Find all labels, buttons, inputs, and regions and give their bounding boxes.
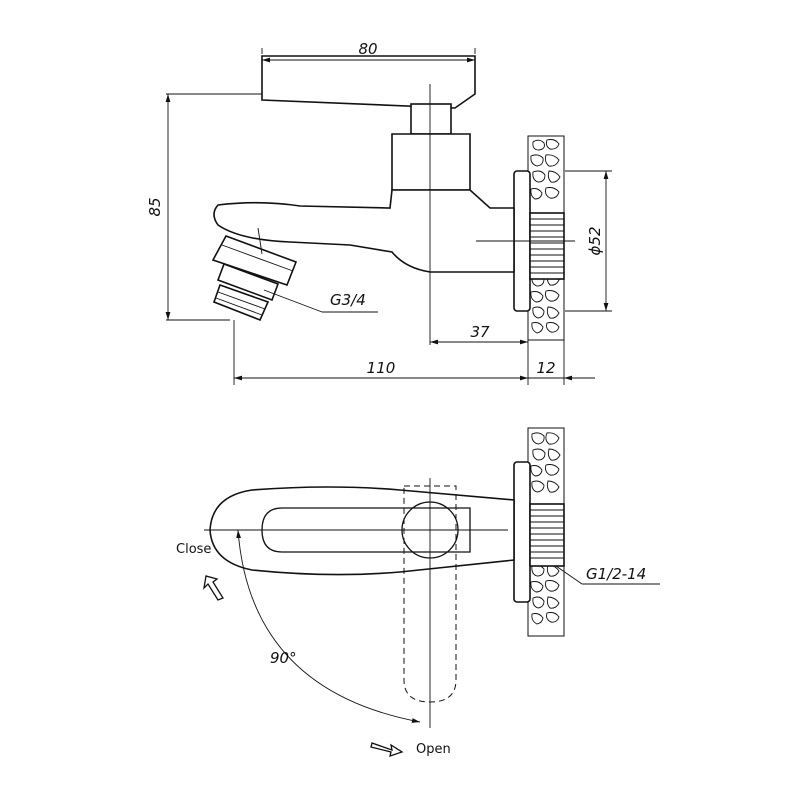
dim-label-80: 80 xyxy=(358,40,377,58)
close-arrow-icon xyxy=(203,575,224,601)
dim-label-g34: G3/4 xyxy=(330,291,366,309)
dim-label-d52: ϕ52 xyxy=(586,227,604,256)
open-label: Open xyxy=(416,742,451,757)
dim-label-g12: G1/2-14 xyxy=(586,565,646,583)
lever-handle-top xyxy=(261,55,476,109)
plan-view: G1/2-14 90° Close Open xyxy=(176,427,660,757)
open-arrow-icon xyxy=(370,742,404,757)
dim-label-110: 110 xyxy=(367,359,396,377)
dim-label-12: 12 xyxy=(536,359,555,377)
leader-g12 xyxy=(555,565,583,585)
inlet-thread-top xyxy=(529,212,565,280)
dim-label-85: 85 xyxy=(146,197,164,216)
inlet-thread-bottom xyxy=(529,503,565,567)
side-elevation-view: 80 85 ϕ52 G3/4 37 110 12 xyxy=(146,40,612,385)
handle-stem-top xyxy=(410,103,452,135)
rotation-arc xyxy=(236,529,421,723)
leader-g34 xyxy=(263,289,323,313)
aerator-assembly xyxy=(211,235,298,322)
spout-top xyxy=(213,189,515,273)
close-label: Close xyxy=(176,542,211,557)
spout-plan xyxy=(209,486,515,576)
rotation-angle-label: 90° xyxy=(270,649,297,667)
valve-body-top xyxy=(391,133,471,191)
wall-flange-bottom xyxy=(513,461,531,603)
dim-label-37: 37 xyxy=(470,323,490,341)
